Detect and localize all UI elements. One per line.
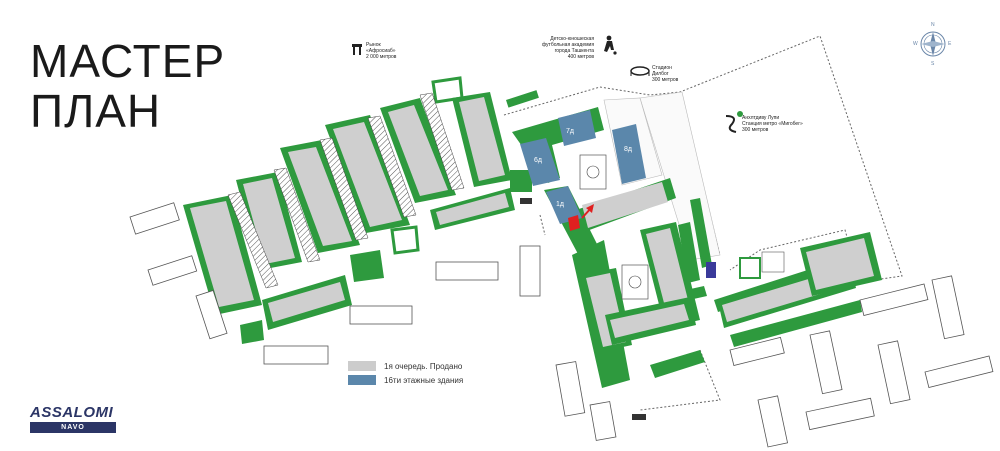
market-icon [352,44,362,55]
building-8d [612,124,646,184]
compass-rose-icon: N S E W [913,22,953,68]
compass-s: S [931,61,935,67]
market-name-line1: Рынок [366,42,381,48]
planned-lots [129,202,994,448]
stadium-line2: Дилбог [652,71,669,77]
football-line2: футбольная академия [542,42,595,48]
legend-label-highrise: 16ти этажные здания [384,375,464,385]
legend-swatch-sold [348,361,376,371]
stadium-icon [630,66,650,76]
brand-logo-sub: NAVO [30,422,116,433]
building-label-1d: 1д [556,201,564,208]
building-label-8d: 8д [624,146,632,153]
brand-logo-main: ASSALOMI [30,404,114,421]
legend-item-highrise: 16ти этажные здания [348,375,463,385]
market-label: Рынок «Афросиаб» 2 000 метров [366,42,396,60]
football-distance: 400 метров [567,54,595,60]
building-6d [520,138,560,186]
block-2 [236,172,302,270]
stadium-line1: Стадион [652,65,672,71]
building-label-7d: 7д [566,128,574,135]
metro-distance: 300 метров [742,127,769,133]
football-line3: города Ташкента [554,48,595,54]
metro-line1: Анхлтдиву Лупи [742,115,780,121]
block-7 [430,188,515,230]
compass-w: W [913,41,918,47]
building-7d [558,110,596,146]
block-3 [280,140,360,253]
metro-label: Анхлтдиву Лупи Станция метро «Миrобег» 3… [742,115,803,133]
brand-logo: ASSALOMI NAVO [30,404,116,433]
compass-e: E [948,41,952,47]
building-label-6d: 6д [534,157,542,164]
block-5 [380,98,456,203]
stadium-label: Стадион Дилбог 300 метров [652,65,678,83]
market-distance: 2 000 метров [366,54,397,60]
site-boundary [503,35,903,411]
compass-n: N [931,22,935,28]
page-title-line2: ПЛАН [30,85,162,137]
legend-label-sold: 1я очередь. Продано [384,361,463,371]
location-marker [568,204,594,231]
legend-swatch-highrise [348,375,376,385]
metro-icon [725,111,743,133]
football-academy-label: Детско-юношеская футбольная академия гор… [542,36,594,60]
football-line1: Детско-юношеская [550,36,595,42]
metro-line2: Станция метро «Миrобег» [742,121,803,127]
legend-item-sold: 1я очередь. Продано [348,361,462,371]
stadium-distance: 300 метров [652,77,679,83]
market-name-line2: «Афросиаб» [366,48,396,54]
southeast-buildings [718,232,882,328]
block-6 [452,92,512,187]
block-1 [183,195,262,315]
page-title-line1: МАСТЕР [30,35,226,87]
west-residential-blocks [183,92,515,344]
parking-strips [227,92,465,289]
road-tags [520,198,646,420]
block-8 [262,275,352,330]
high-rise-buildings [520,110,716,278]
football-player-icon [604,35,617,55]
block-4 [325,115,410,233]
building-1d [546,186,582,224]
